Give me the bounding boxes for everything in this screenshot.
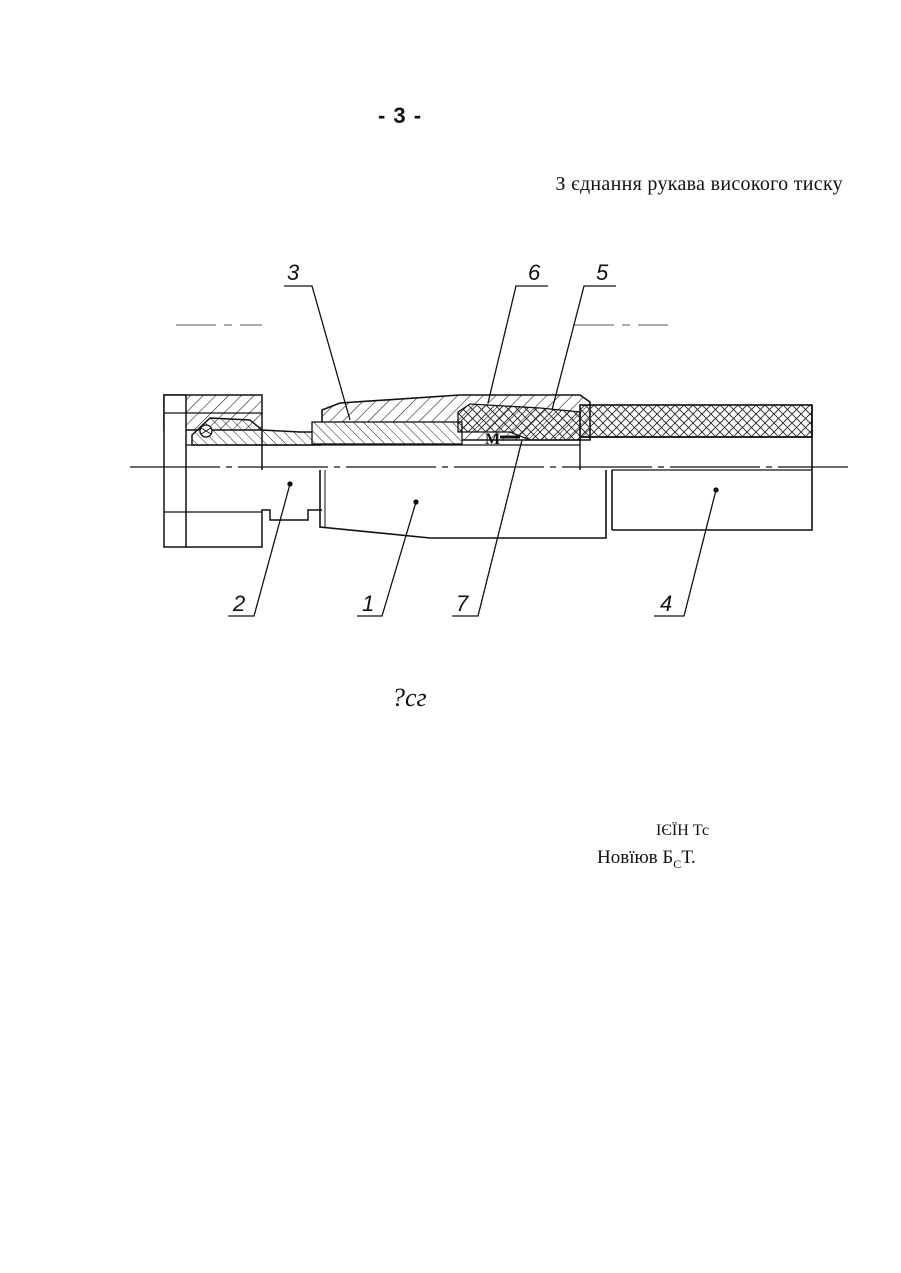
callout-6: 6 <box>528 260 541 285</box>
callout-7: 7 <box>456 591 469 616</box>
hose-connection-drawing: M 3 6 5 2 1 7 4 <box>0 240 901 640</box>
page-number: - 3 - <box>0 103 800 129</box>
author-name: Новїюв БСТ. <box>597 847 696 872</box>
author-main: Новїюв Б <box>597 847 673 868</box>
fitting-body <box>320 470 612 538</box>
callout-2: 2 <box>232 591 245 616</box>
figure-caption: ?сг <box>392 683 427 713</box>
callout-1: 1 <box>362 591 374 616</box>
organization-label: ІЄЇН Тс <box>656 822 709 840</box>
document-title: З єднання рукава високого тиску <box>555 173 843 196</box>
svg-text:M: M <box>485 431 500 448</box>
callout-4: 4 <box>660 591 672 616</box>
callout-3: 3 <box>287 260 300 285</box>
author-tail: Т. <box>681 847 695 868</box>
callout-5: 5 <box>596 260 609 285</box>
union-nut <box>164 395 322 547</box>
